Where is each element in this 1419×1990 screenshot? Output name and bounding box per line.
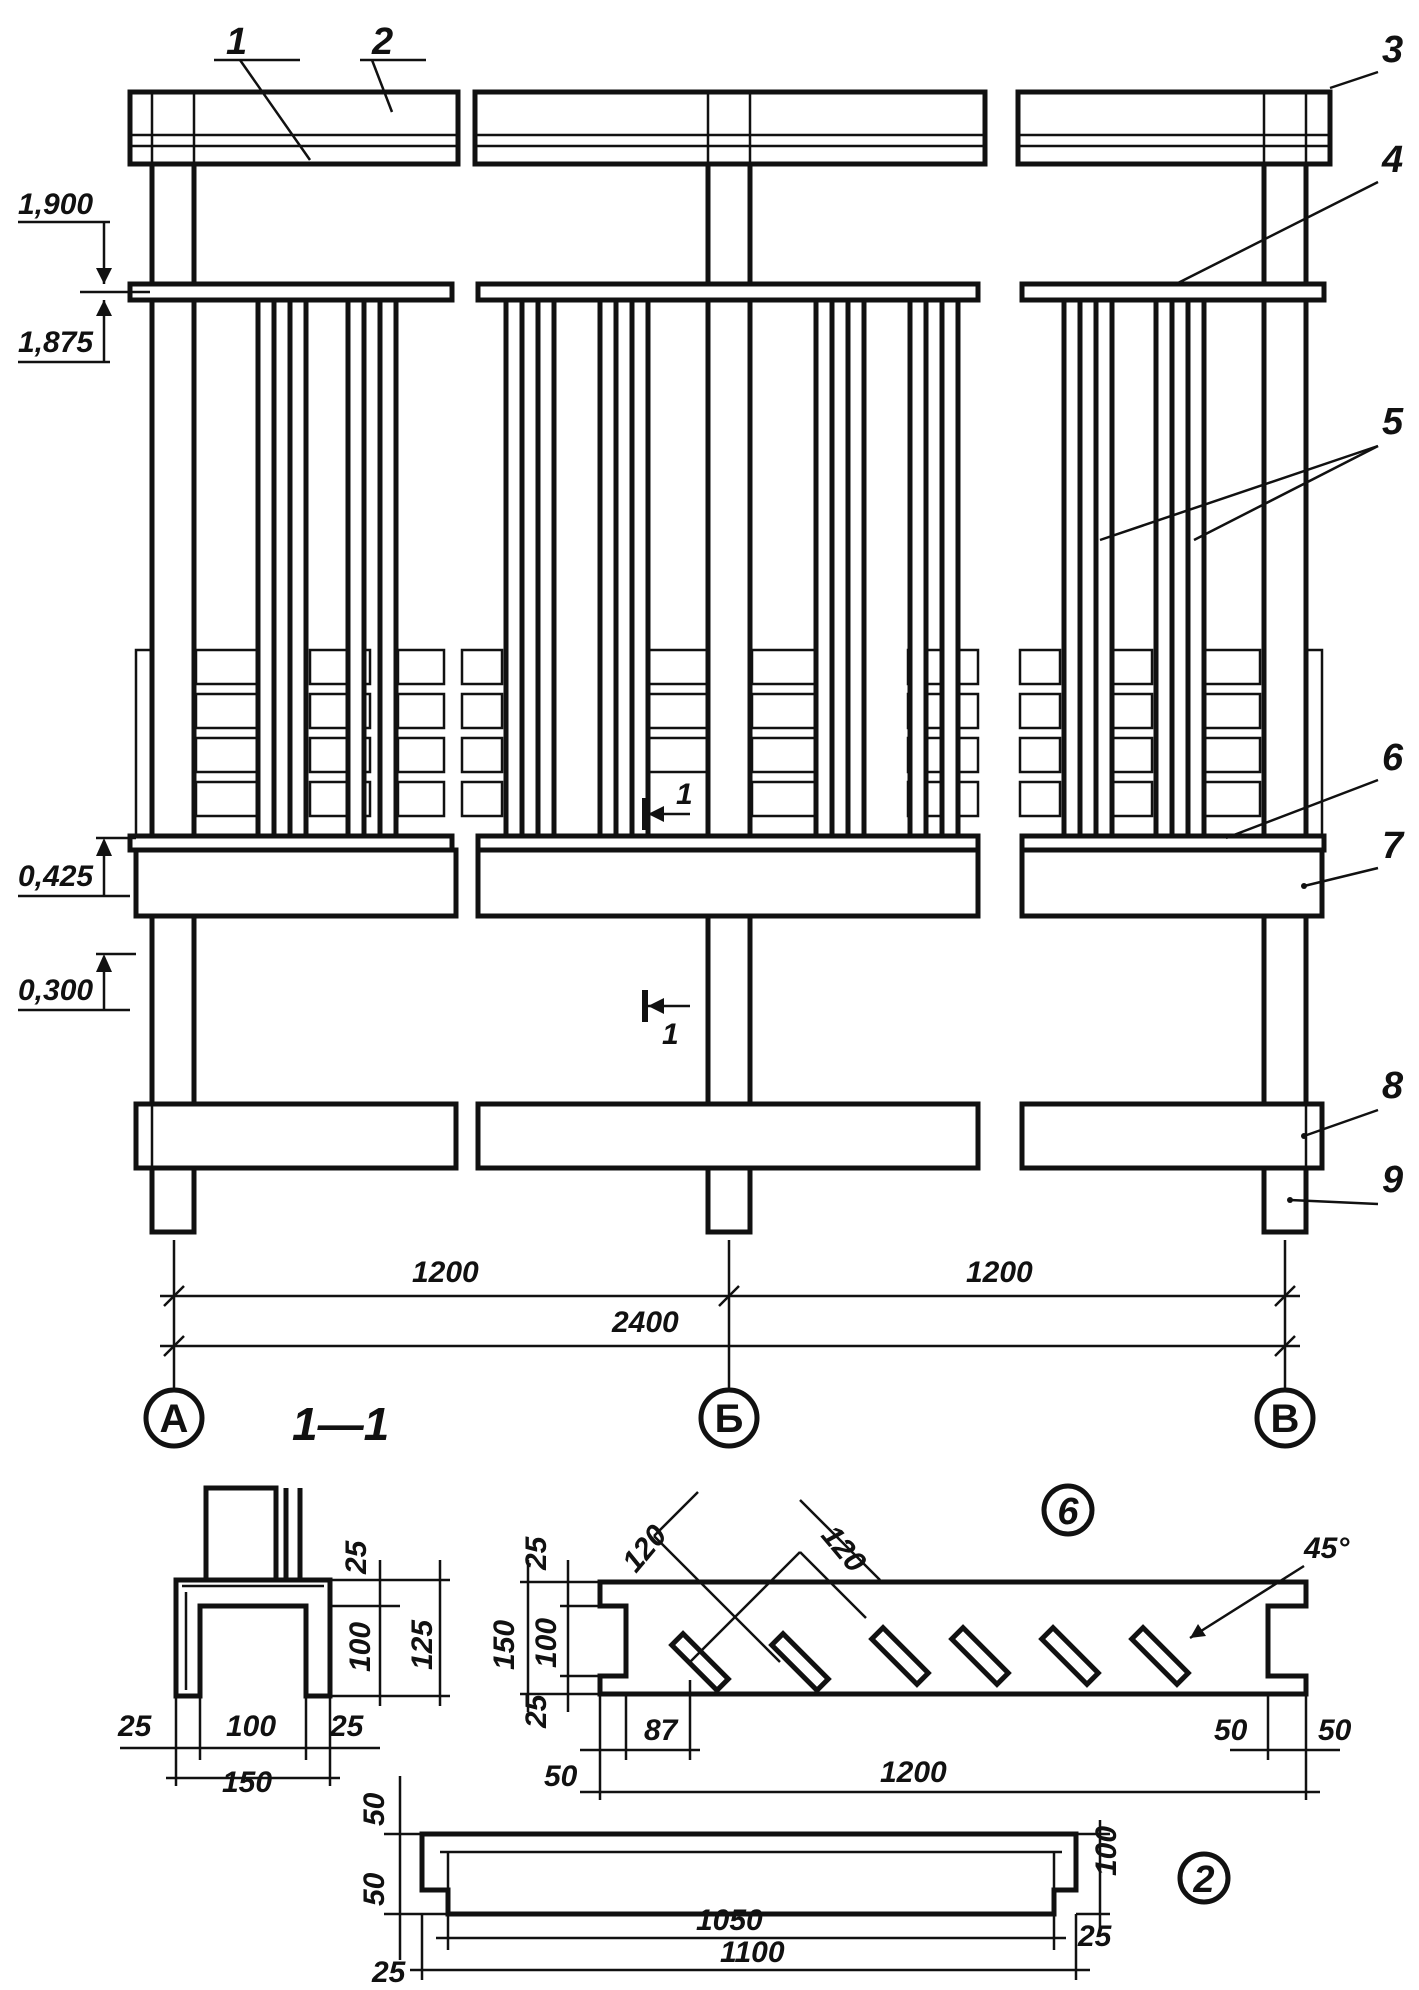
section-title: 1—1 <box>292 1398 389 1450</box>
elevation-marks: 1,900 1,875 0,425 0,300 <box>18 188 150 1012</box>
detail6-diag-a: 120 <box>616 1519 674 1579</box>
sec-dim-top: 25 <box>340 1539 373 1575</box>
detail2-inner: 1050 <box>696 1904 763 1937</box>
axis-b-label: Б <box>715 1397 744 1441</box>
callout-2: 2 <box>371 21 393 63</box>
detail6-offset: 87 <box>644 1714 679 1747</box>
detail6-length: 1200 <box>880 1756 947 1789</box>
callout-8: 8 <box>1382 1065 1404 1107</box>
callout-4: 4 <box>1381 139 1403 181</box>
callout-6: 6 <box>1382 737 1404 779</box>
detail2-label: 2 <box>1192 1859 1214 1901</box>
detail2-outer: 1100 <box>720 1936 785 1969</box>
sec-dim-bottom-mid: 100 <box>226 1710 276 1743</box>
callout-5: 5 <box>1382 401 1404 443</box>
detail-2: 2 50 50 25 100 25 1050 1100 <box>358 1776 1231 1989</box>
callouts: 1 2 3 4 5 6 7 8 9 <box>214 21 1405 1206</box>
detail2-left-25: 25 <box>371 1956 407 1989</box>
detail6-h-mid: 100 <box>530 1618 563 1668</box>
section-mark-lower: 1 <box>642 990 690 1051</box>
elevation-0300: 0,300 <box>18 974 93 1007</box>
detail2-top-50: 50 <box>358 1792 391 1826</box>
sec-dim-bottom-right: 25 <box>329 1710 365 1743</box>
detail2-right-25: 25 <box>1077 1920 1113 1953</box>
dim-bay-right: 1200 <box>966 1256 1033 1289</box>
detail6-h-total: 150 <box>488 1620 521 1670</box>
posts-front <box>149 161 1309 839</box>
axis-a-circle <box>143 1387 205 1449</box>
detail2-left-50: 50 <box>358 1872 391 1906</box>
detail6-right-50b: 50 <box>1318 1714 1352 1747</box>
section-1-1: 1—1 25 100 125 25 100 25 150 <box>117 1398 450 1799</box>
sec-dim-width: 150 <box>222 1766 272 1799</box>
footings <box>149 1165 1309 1235</box>
callout-1: 1 <box>226 21 247 63</box>
axis-b-circle <box>698 1387 760 1449</box>
detail-6: 6 120 120 45° 25 100 150 25 <box>488 1483 1352 1800</box>
axis-v-circle <box>1254 1387 1316 1449</box>
detail6-label: 6 <box>1057 1491 1079 1533</box>
dim-total: 2400 <box>611 1306 679 1339</box>
section-mark-label-lower: 1 <box>662 1018 679 1051</box>
dim-bay-left: 1200 <box>412 1256 479 1289</box>
detail6-right-50a: 50 <box>1214 1714 1248 1747</box>
bottom-rail <box>127 833 1327 919</box>
balusters <box>255 297 1207 839</box>
detail6-angle: 45° <box>1303 1532 1350 1565</box>
callout-7: 7 <box>1382 825 1405 867</box>
elevation-0425: 0,425 <box>18 860 94 893</box>
detail2-right-100: 100 <box>1090 1826 1123 1876</box>
section-mark-upper: 1 <box>642 778 693 830</box>
top-beam <box>127 89 1333 167</box>
grid-axes: А Б В <box>143 1370 1316 1449</box>
detail6-diag-b: 120 <box>815 1519 873 1579</box>
sec-dim-mid: 100 <box>344 1622 377 1672</box>
elevation-1900: 1,900 <box>18 188 93 221</box>
sec-dim-bottom-left: 25 <box>117 1710 153 1743</box>
detail6-h-top: 25 <box>520 1535 553 1571</box>
axis-v-label: В <box>1271 1397 1300 1441</box>
section-mark-label-upper: 1 <box>676 778 693 811</box>
axis-a-label: А <box>160 1397 189 1441</box>
detail6-left-50: 50 <box>544 1760 578 1793</box>
base-beam <box>133 1101 1325 1171</box>
sec-dim-full: 125 <box>406 1619 439 1670</box>
callout-9: 9 <box>1382 1159 1403 1201</box>
elevation-1875: 1,875 <box>18 326 94 359</box>
detail6-h-bottom: 25 <box>520 1693 553 1729</box>
plan-dimensions: 1200 1200 2400 <box>160 1240 1300 1370</box>
callout-3: 3 <box>1382 29 1403 71</box>
